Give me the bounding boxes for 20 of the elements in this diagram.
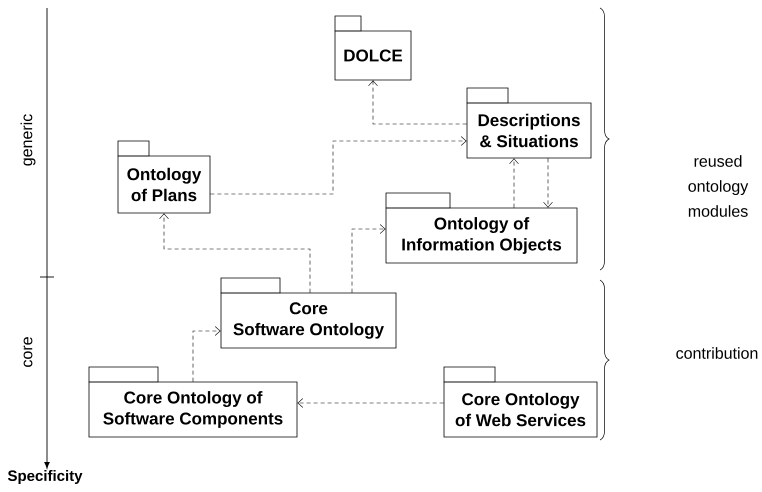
dashed-arrow [159,213,310,293]
dashed-arrow [368,80,467,124]
axis-title: Specificity [8,470,82,484]
package-box: Ontology of Plans [118,140,210,214]
package-box: Descriptions & Situations [466,88,592,158]
axis-label: generic [20,114,36,166]
dashed-arrow [543,158,553,208]
brace-label: reused ontology modules [688,155,748,217]
package-box: DOLCE [334,16,412,80]
package-box: Core Ontology of Software Components [88,366,298,438]
brace-label: contribution [676,347,758,359]
package-box: Core Ontology of Web Services [444,366,598,438]
package-box: Core Software Ontology [220,278,396,348]
dashed-arrow [352,224,386,293]
dashed-arrow [297,398,444,408]
dashed-arrow [192,326,221,382]
dashed-arrow [509,158,519,208]
axis-label: core [24,337,32,367]
dashed-arrow [210,136,467,194]
package-box: Ontology of Information Objects [386,192,578,264]
